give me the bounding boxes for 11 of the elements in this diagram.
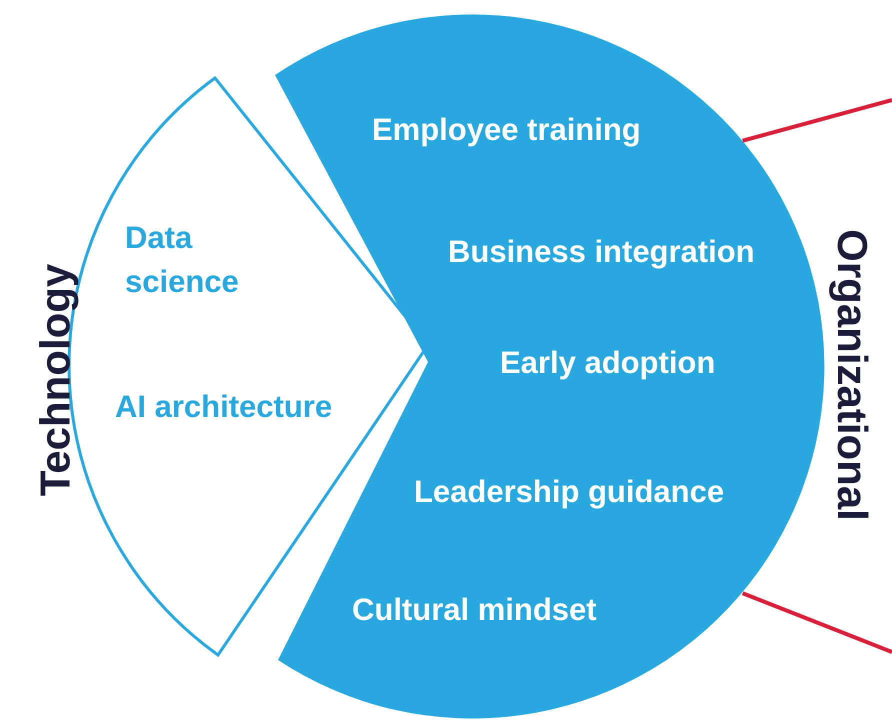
- item-label: Cultural mindset: [352, 591, 597, 629]
- leader-line: [742, 98, 892, 143]
- section-heading: Technology: [30, 264, 79, 496]
- item-label: Data science: [125, 219, 240, 301]
- item-label: Employee training: [372, 111, 641, 149]
- item-label: Early adoption: [500, 344, 716, 382]
- item-label: Leadership guidance: [414, 473, 724, 511]
- section-heading: Organizational: [828, 229, 876, 521]
- item-label: Business integration: [448, 233, 755, 271]
- leader-line: [742, 591, 892, 654]
- item-label: AI architecture: [115, 388, 334, 426]
